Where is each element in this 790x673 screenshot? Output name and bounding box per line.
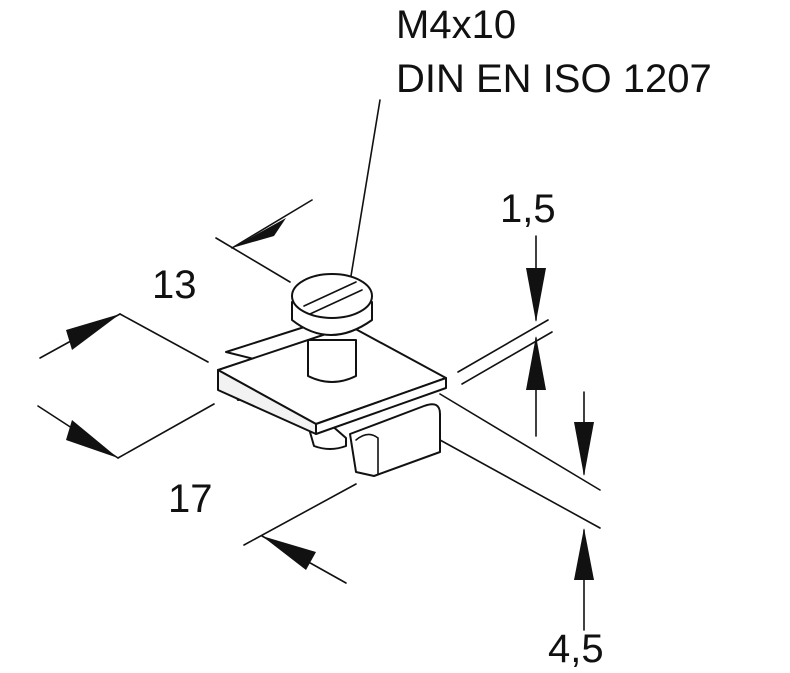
- arrowhead: [66, 314, 120, 350]
- arrowhead: [574, 528, 594, 580]
- screw-head-top: [291, 273, 373, 319]
- arrowhead: [262, 536, 316, 570]
- clamp-part: [217, 273, 447, 477]
- dimension-1-5-label: 1,5: [500, 187, 556, 231]
- plate-right-side: [315, 377, 447, 435]
- extension-line: [439, 439, 601, 529]
- dimension-4-5-label: 4,5: [548, 627, 604, 671]
- extension-line: [457, 319, 549, 373]
- extension-line: [117, 403, 215, 459]
- extension-line: [461, 331, 553, 385]
- dimension-1-5: [457, 235, 553, 437]
- screw-size-label: M4x10: [396, 3, 516, 47]
- screw-leader-line: [349, 99, 381, 283]
- hook-bend-line: [355, 433, 379, 475]
- screw-shank: [307, 339, 357, 383]
- extension-line: [119, 313, 209, 363]
- dimension-13: [215, 199, 313, 283]
- arrowhead: [66, 420, 118, 458]
- extension-line: [439, 393, 601, 491]
- extension-line: [215, 237, 291, 283]
- hook-flange: [349, 403, 441, 477]
- dimension-13-label: 13: [152, 263, 197, 307]
- arrowhead: [574, 422, 594, 476]
- arrowhead: [526, 268, 546, 322]
- dimension-4-5: [439, 391, 601, 631]
- arrowhead: [232, 218, 286, 248]
- arrowhead: [526, 336, 546, 390]
- screw-slot: [303, 281, 363, 315]
- extension-line: [243, 483, 357, 546]
- dimension-17: [37, 313, 215, 459]
- dimension-line: [231, 199, 313, 249]
- dimension-17-label: 17: [168, 477, 213, 521]
- dimension-17-lower: [243, 483, 357, 584]
- screw-standard-label: DIN EN ISO 1207: [396, 57, 712, 101]
